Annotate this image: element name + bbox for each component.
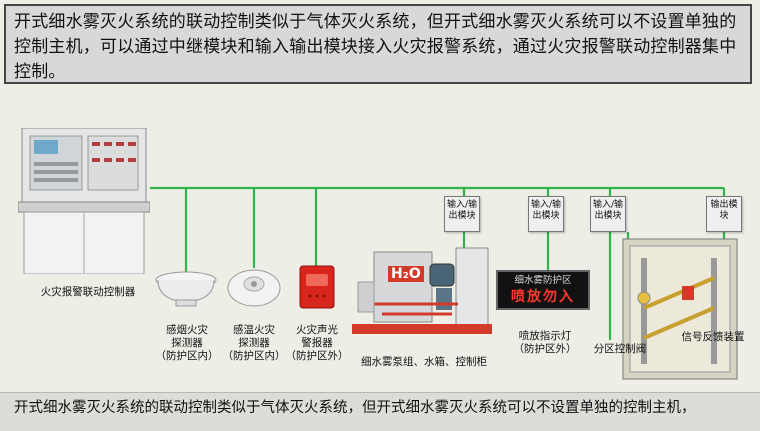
heat-detector-image bbox=[227, 269, 281, 307]
pump-unit-label: 细水雾泵组、水箱、控制柜 bbox=[361, 356, 487, 368]
io-module-1: 输入/输出模块 bbox=[444, 196, 480, 232]
io-module-3: 输入/输出模块 bbox=[590, 196, 626, 232]
valve-box-image bbox=[622, 238, 738, 380]
pump-unit-image bbox=[352, 247, 492, 334]
io-module-2: 输入/输出模块 bbox=[528, 196, 564, 232]
sign-bottom-text: 喷放勿入 bbox=[511, 289, 575, 305]
io-module-3-label: 输入/输出模块 bbox=[592, 200, 624, 221]
header-text: 开式细水雾灭火系统的联动控制类似于气体灭火系统，但开式细水雾灭火系统可以不设置单… bbox=[14, 12, 737, 82]
smoke-detector-label: 感烟火灾 探测器 （防护区内） bbox=[155, 324, 219, 362]
fire-alarm-controller-image bbox=[18, 128, 150, 274]
alarm-label: 火灾声光 警报器 （防护区外） bbox=[285, 324, 349, 362]
footer-subtitle: 开式细水雾灭火系统的联动控制类似于气体灭火系统，但开式细水雾灭火系统可以不设置单… bbox=[0, 392, 760, 431]
sign-top-text: 细水雾防护区 bbox=[514, 275, 572, 286]
output-module-label: 输出模块 bbox=[710, 200, 738, 221]
valve-label: 分区控制阀 bbox=[593, 343, 647, 355]
sound-light-alarm-image bbox=[299, 265, 335, 309]
io-module-2-label: 输入/输出模块 bbox=[530, 200, 562, 221]
indicator-label: 喷放指示灯 （防护区外） bbox=[513, 330, 577, 355]
header-text-box: 开式细水雾灭火系统的联动控制类似于气体灭火系统，但开式细水雾灭火系统可以不设置单… bbox=[4, 4, 752, 84]
smoke-detector-image bbox=[155, 271, 217, 307]
pump-h2o-label: H₂O bbox=[388, 266, 424, 282]
footer-text: 开式细水雾灭火系统的联动控制类似于气体灭火系统，但开式细水雾灭火系统可以不设置单… bbox=[14, 400, 696, 416]
io-module-1-label: 输入/输出模块 bbox=[446, 200, 478, 221]
spray-indicator-sign: 细水雾防护区 喷放勿入 bbox=[496, 270, 590, 310]
heat-detector-label: 感温火灾 探测器 （防护区内） bbox=[222, 324, 286, 362]
controller-label: 火灾报警联动控制器 bbox=[40, 286, 136, 298]
feedback-label: 信号反馈装置 bbox=[681, 331, 745, 343]
output-module: 输出模块 bbox=[706, 196, 742, 232]
